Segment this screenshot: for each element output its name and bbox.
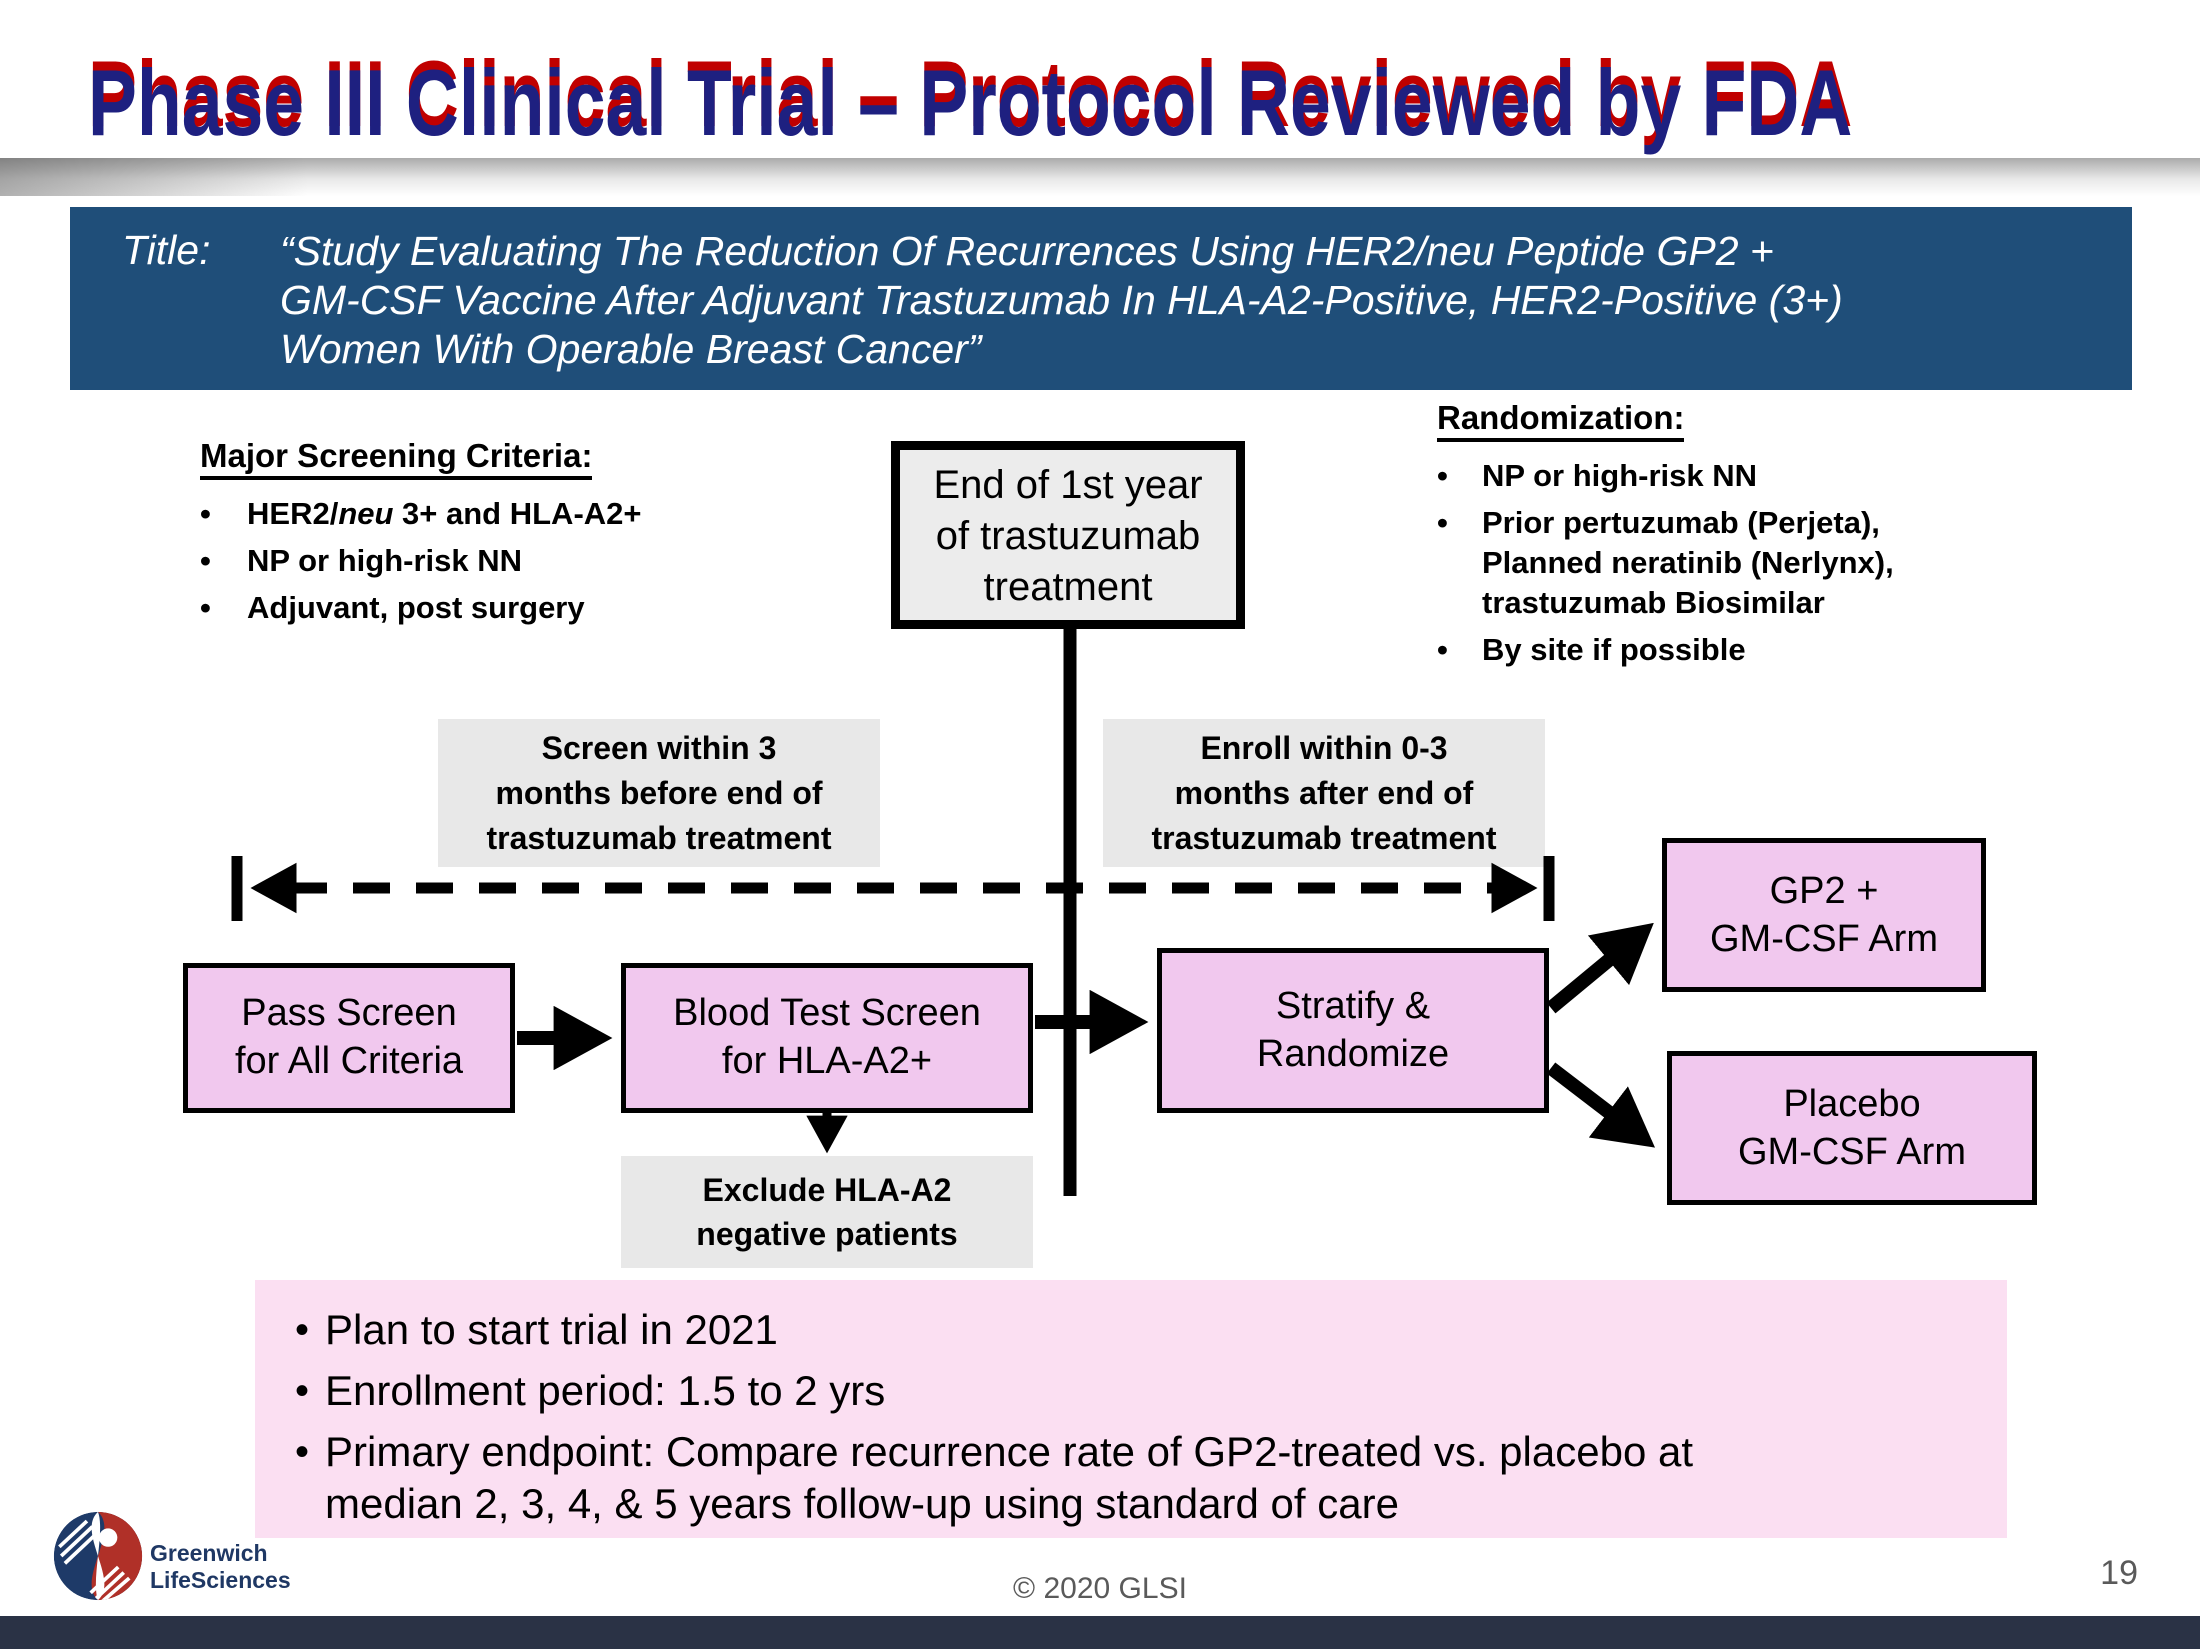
page-number: 19: [2100, 1554, 2138, 1592]
study-title-panel: Title: “Study Evaluating The Reduction O…: [70, 207, 2132, 390]
list-item: • NP or high-risk NN: [200, 541, 642, 581]
list-item: • Prior pertuzumab (Perjeta), Planned ne…: [1437, 503, 1894, 623]
end-of-first-year-box: End of 1st year of trastuzumab treatment: [891, 441, 1245, 629]
randomization-heading: Randomization:: [1437, 399, 1685, 442]
randomization-item-3: By site if possible: [1482, 632, 1746, 667]
list-item: • Plan to start trial in 2021: [295, 1304, 1977, 1356]
study-title-line-3: Women With Operable Breast Cancer”: [280, 326, 982, 372]
company-logo-text: Greenwich LifeSciences: [150, 1540, 291, 1594]
header-shadow-band: [0, 158, 2200, 196]
bullet-icon: •: [1437, 505, 1448, 540]
logo-line-1: Greenwich: [150, 1540, 268, 1566]
blood-test-box: Blood Test Screen for HLA-A2+: [621, 963, 1033, 1113]
copyright-text: © 2020 GLSI: [1013, 1572, 1187, 1605]
screen-window-box: Screen within 3 months before end of tra…: [438, 719, 880, 867]
list-item: • By site if possible: [1437, 630, 1894, 670]
stratify-randomize-box: Stratify & Randomize: [1157, 948, 1549, 1113]
bullet-icon: •: [200, 543, 211, 578]
summary-panel: • Plan to start trial in 2021 • Enrollme…: [255, 1280, 2007, 1538]
logo-line-2: LifeSciences: [150, 1567, 291, 1593]
screening-item-2: NP or high-risk NN: [247, 543, 523, 578]
list-item: • Adjuvant, post surgery: [200, 588, 642, 628]
summary-item-2: Enrollment period: 1.5 to 2 yrs: [325, 1367, 886, 1414]
screening-criteria-list: • HER2/neu 3+ and HLA-A2+ • NP or high-r…: [200, 494, 642, 635]
randomization-item-2: Prior pertuzumab (Perjeta), Planned nera…: [1482, 505, 1894, 620]
bullet-icon: •: [1437, 458, 1448, 493]
bullet-icon: •: [200, 496, 211, 531]
exclude-box: Exclude HLA-A2 negative patients: [621, 1156, 1033, 1268]
summary-item-3: Primary endpoint: Compare recurrence rat…: [325, 1428, 1693, 1527]
study-title-label: Title:: [122, 227, 211, 273]
randomization-item-1: NP or high-risk NN: [1482, 458, 1758, 493]
bullet-icon: •: [1437, 632, 1448, 667]
bullet-icon: •: [295, 1369, 310, 1413]
list-item: • NP or high-risk NN: [1437, 456, 1894, 496]
arrow-stratify-to-gp2: [1546, 922, 1654, 1014]
study-title-line-1: “Study Evaluating The Reduction Of Recur…: [280, 228, 1774, 274]
summary-item-1: Plan to start trial in 2021: [325, 1306, 778, 1353]
list-item: • Enrollment period: 1.5 to 2 yrs: [295, 1365, 1977, 1417]
list-item: • HER2/neu 3+ and HLA-A2+: [200, 494, 642, 534]
screening-item-1: HER2/neu 3+ and HLA-A2+: [247, 496, 642, 531]
screening-item-3: Adjuvant, post surgery: [247, 590, 585, 625]
pass-screen-box: Pass Screen for All Criteria: [183, 963, 515, 1113]
company-logo-icon: [53, 1511, 143, 1601]
study-title-text: “Study Evaluating The Reduction Of Recur…: [280, 227, 1843, 390]
study-title-line-2: GM-CSF Vaccine After Adjuvant Trastuzuma…: [280, 277, 1843, 323]
arrow-stratify-to-placebo: [1546, 1062, 1656, 1148]
placebo-arm-box: Placebo GM-CSF Arm: [1667, 1051, 2037, 1205]
bullet-icon: •: [295, 1430, 310, 1474]
bullet-icon: •: [200, 590, 211, 625]
footer-bar: [0, 1616, 2200, 1649]
slide-title: Phase III Clinical Trial – Protocol Revi…: [88, 50, 1853, 155]
bullet-icon: •: [295, 1308, 310, 1352]
randomization-list: • NP or high-risk NN • Prior pertuzumab …: [1437, 456, 1894, 677]
list-item: • Primary endpoint: Compare recurrence r…: [295, 1426, 1977, 1530]
gp2-arm-box: GP2 + GM-CSF Arm: [1662, 838, 1986, 992]
screening-criteria-heading: Major Screening Criteria:: [200, 437, 593, 480]
enroll-window-box: Enroll within 0-3 months after end of tr…: [1103, 719, 1545, 867]
